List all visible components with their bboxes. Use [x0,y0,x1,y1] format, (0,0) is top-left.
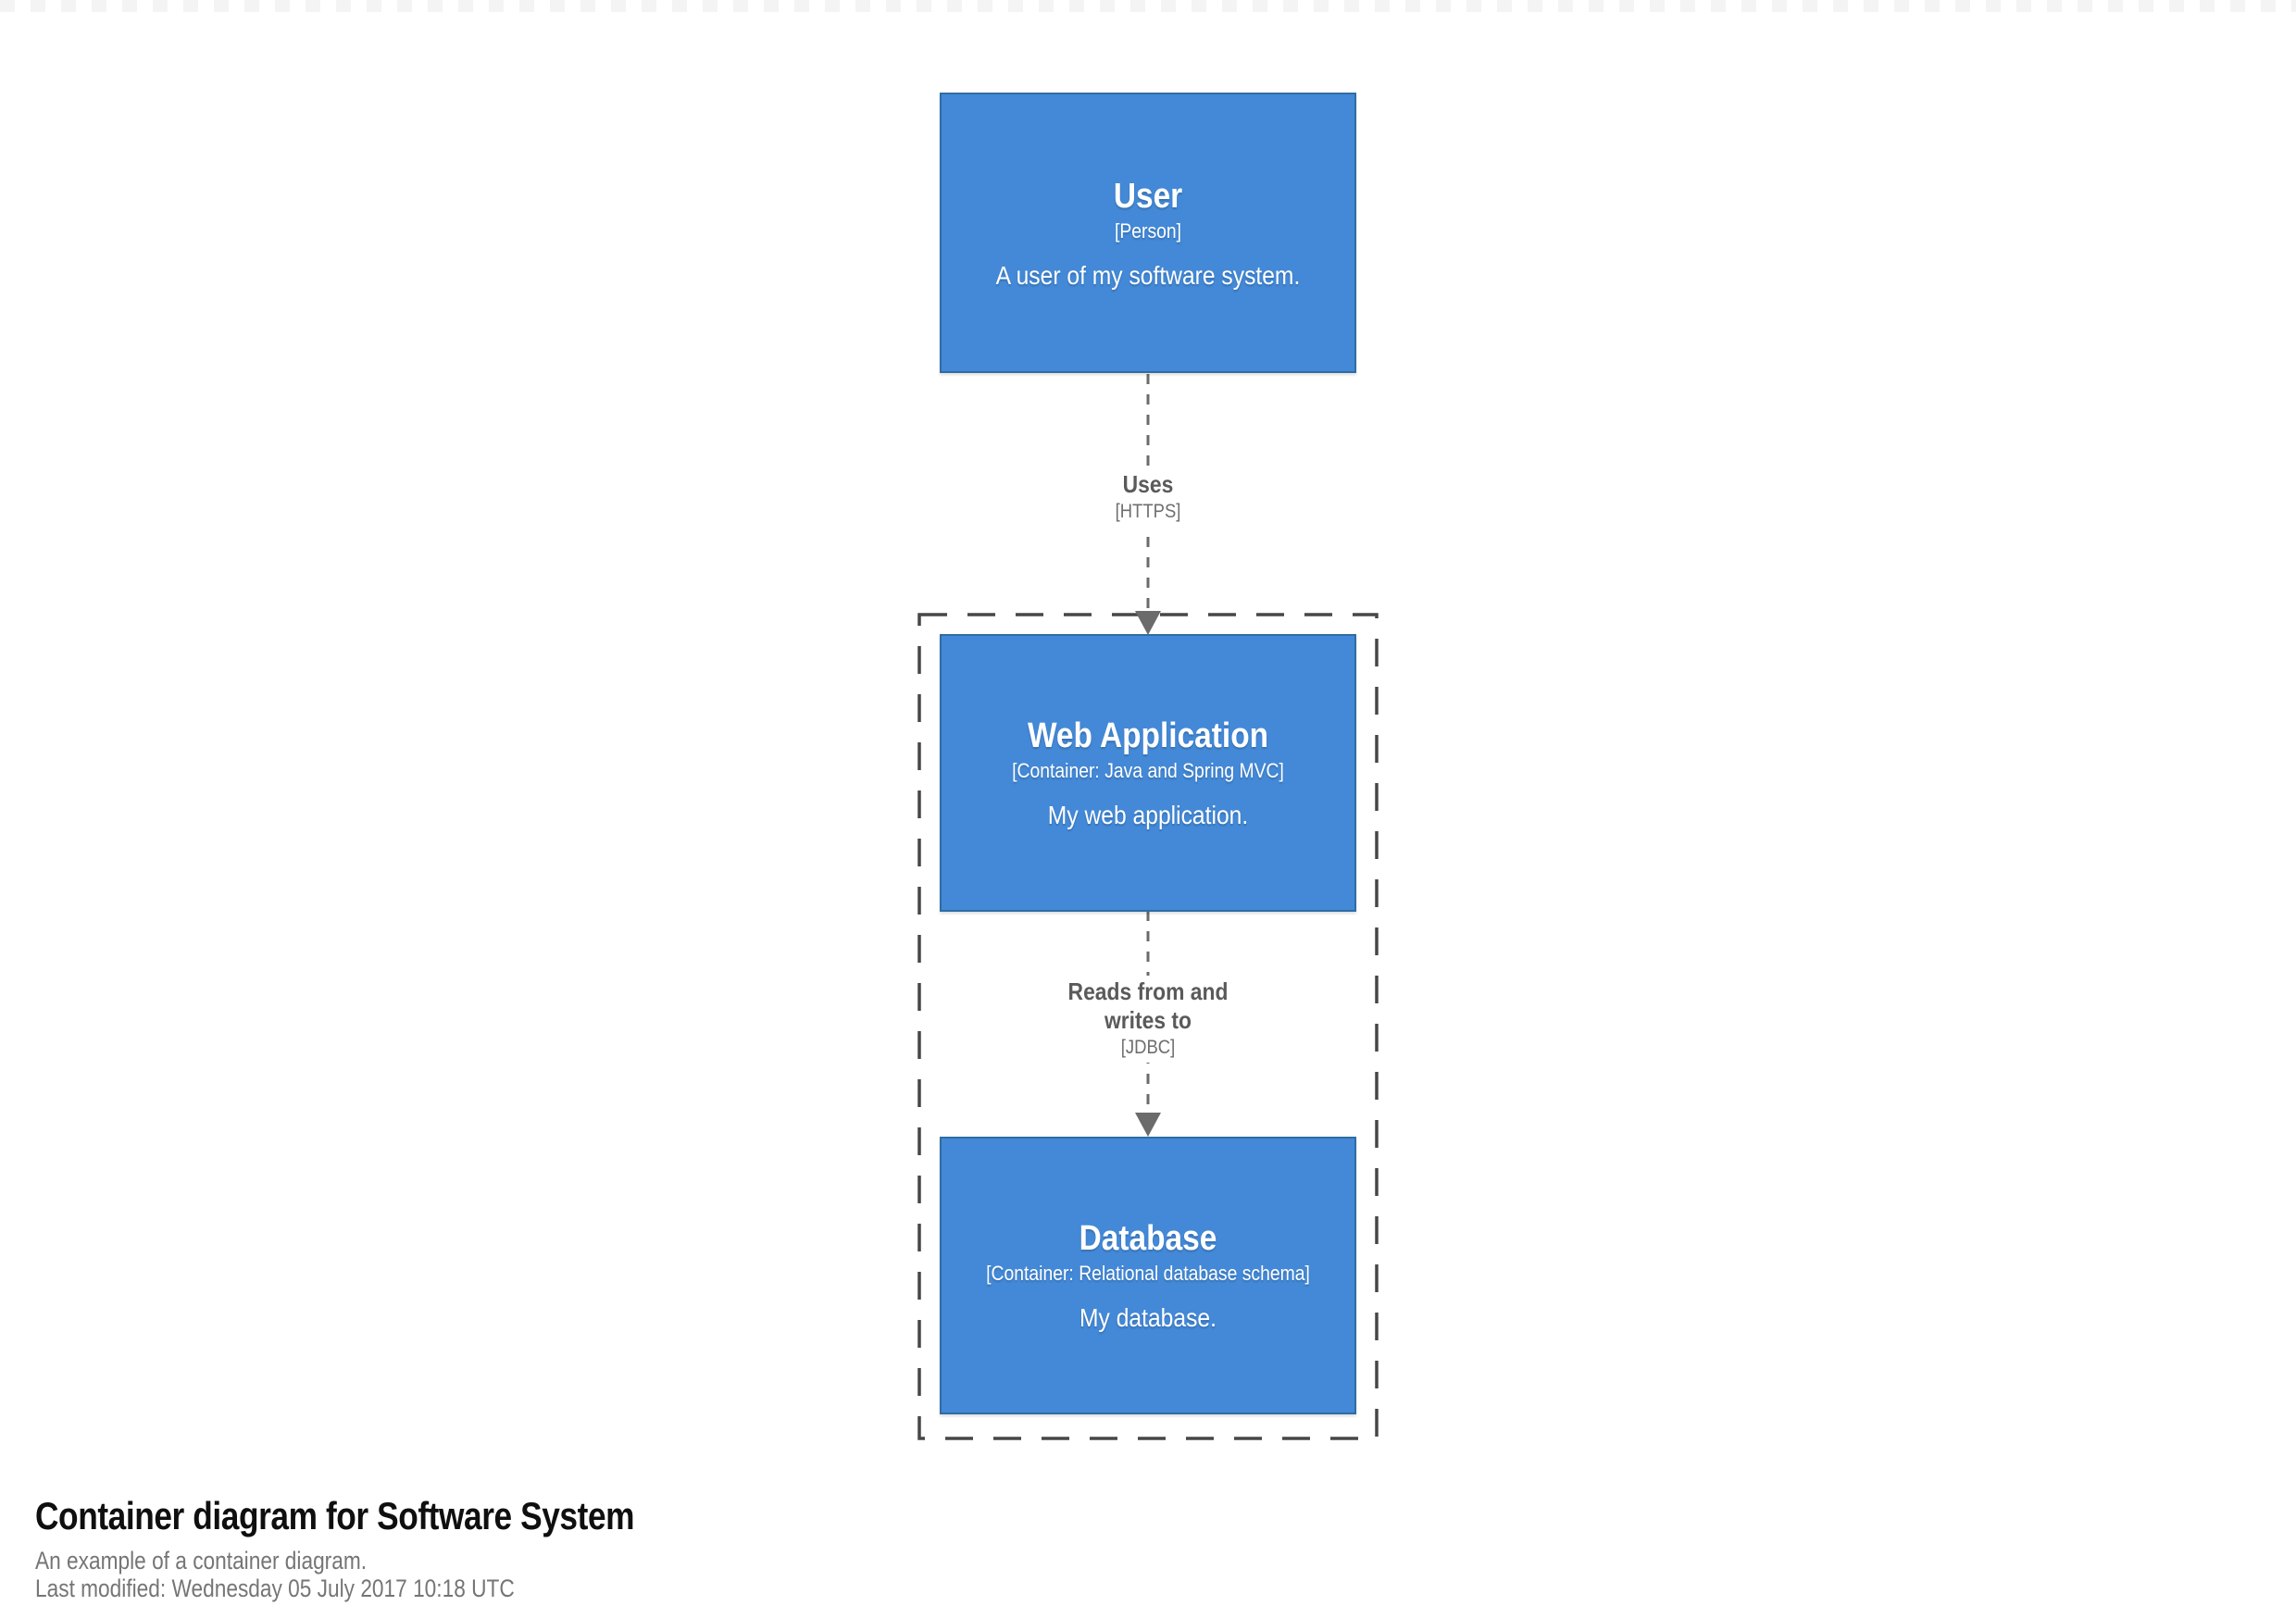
relationship-uses-label[interactable]: Uses [HTTPS] [1105,468,1191,527]
relationship-uses-arrowhead-icon [1135,611,1161,635]
element-name: User [1113,176,1183,216]
software-system-boundary[interactable] [917,613,1379,1440]
diagram-last-modified: Last modified: Wednesday 05 July 2017 10… [35,1574,515,1602]
element-box-user[interactable]: User [Person] A user of my software syst… [940,93,1356,373]
element-box-web-application[interactable]: Web Application [Container: Java and Spr… [940,634,1356,912]
element-content: Database [Container: Relational database… [967,1217,1329,1334]
relationship-label-text: Uses [1122,470,1174,498]
element-content: User [Person] A user of my software syst… [967,175,1329,292]
diagram-title: Container diagram for Software System [35,1494,635,1537]
page-edge-dashes [0,0,2296,12]
diagram-footer: Container diagram for Software System An… [35,1494,635,1602]
element-metadata: [Container: Java and Spring MVC] [1012,759,1284,782]
element-metadata: [Person] [1114,218,1182,243]
relationship-label-text-line1: Reads from and [1067,977,1229,1005]
relationship-label-text-line2: writes to [1104,1006,1192,1034]
element-description: A user of my software system. [995,260,1301,290]
relationship-technology: [HTTPS] [1115,501,1181,522]
relationship-technology: [JDBC] [1120,1037,1176,1058]
element-name: Web Application [1027,716,1269,755]
element-name: Database [1079,1219,1217,1258]
element-metadata: [Container: Relational database schema] [986,1262,1310,1285]
element-box-database[interactable]: Database [Container: Relational database… [940,1137,1356,1414]
element-content: Web Application [Container: Java and Spr… [967,715,1329,831]
element-description: My database. [1079,1303,1217,1332]
relationship-reads-writes-label[interactable]: Reads from and writes to [JDBC] [1057,976,1239,1063]
element-description: My web application. [1047,801,1249,829]
relationship-reads-writes-arrowhead-icon [1135,1113,1161,1137]
diagram-description: An example of a container diagram. [35,1547,368,1574]
